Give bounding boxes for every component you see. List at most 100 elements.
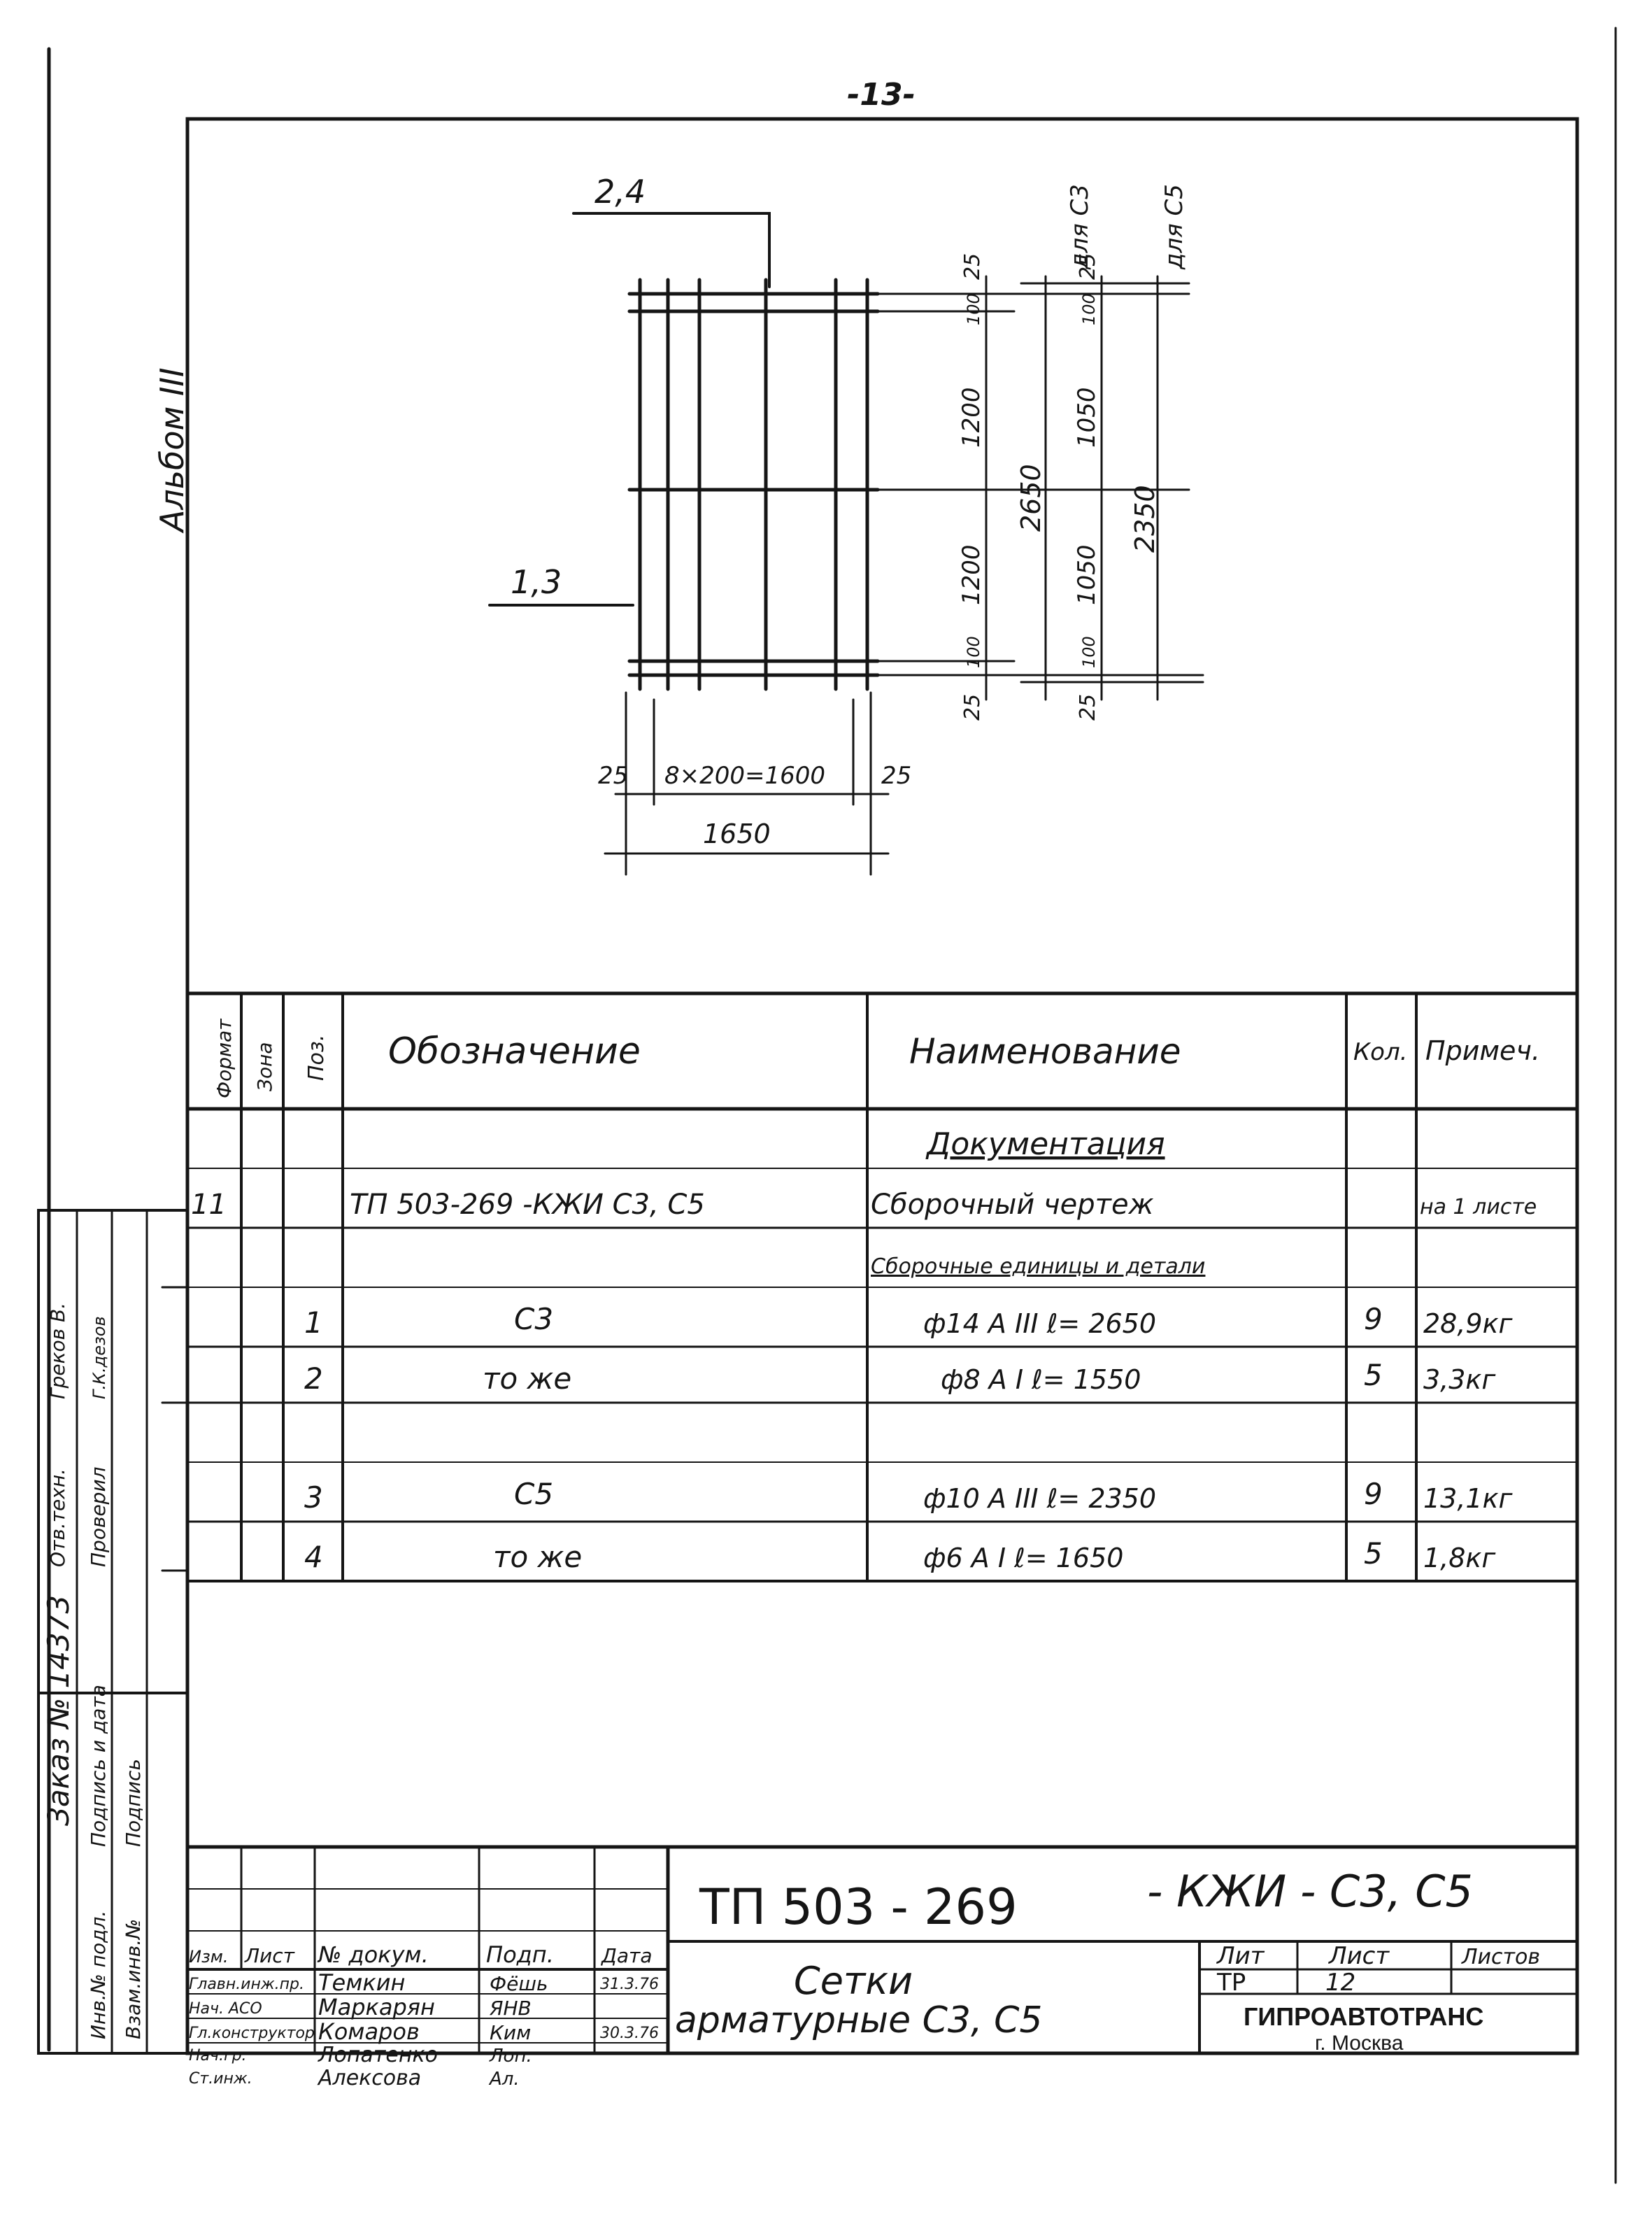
dim-c5-seg: 1050 bbox=[1073, 544, 1101, 605]
title-lit-label: Лит bbox=[1216, 1942, 1265, 1970]
person-name-1: Темкин bbox=[318, 1969, 405, 1996]
title-sheet-label: Лист bbox=[1327, 1942, 1390, 1970]
leader-label-left: 1,3 bbox=[511, 563, 562, 601]
page-number: -13- bbox=[847, 77, 916, 113]
person-sign-5: Ал. bbox=[488, 2069, 520, 2090]
title-head-rev: Изм. bbox=[189, 1947, 228, 1967]
row1-qty: 9 bbox=[1364, 1302, 1383, 1336]
row3-pos: 3 bbox=[304, 1480, 323, 1515]
header-format: Формат bbox=[213, 1019, 236, 1098]
dimension-lines bbox=[604, 275, 1204, 876]
row2-pos: 2 bbox=[304, 1361, 323, 1396]
row4-note: 1,8кг bbox=[1423, 1543, 1496, 1573]
side-stamp-inv-sub: Взам.инв.№ bbox=[122, 1919, 145, 2039]
dim-bottom-left: 25 bbox=[598, 762, 628, 790]
side-stamp-sign-date: Подпись и дата bbox=[87, 1685, 110, 1847]
mesh-drawing bbox=[627, 278, 880, 691]
person-role-1: Главн.инж.пр. bbox=[189, 1976, 304, 1993]
row2-name: ф8 А I ℓ= 1550 bbox=[941, 1364, 1141, 1395]
side-stamp-col2-b: Г.К.дезов bbox=[90, 1316, 109, 1399]
title-name-line1: Сетки bbox=[794, 1959, 913, 2003]
person-sign-1: Фёшь bbox=[490, 1972, 548, 1995]
person-role-4: Нач.гр. bbox=[189, 2047, 247, 2064]
person-name-4: Лопатенко bbox=[318, 2043, 438, 2067]
header-designation: Обозначение bbox=[388, 1030, 641, 1072]
doc-row-note: на 1 листе bbox=[1420, 1195, 1537, 1219]
title-head-doc: № докум. bbox=[317, 1941, 429, 1968]
person-role-3: Гл.конструктор bbox=[189, 2025, 315, 2042]
row3-qty: 9 bbox=[1364, 1477, 1383, 1511]
person-sign-2: ЯНВ bbox=[489, 1997, 532, 2020]
side-stamp-col1-a: Отв.техн. bbox=[46, 1468, 69, 1567]
dim-c3-title: для С3 bbox=[1066, 184, 1094, 270]
dim-bottom-total: 1650 bbox=[703, 819, 771, 849]
title-head-sign: Подп. bbox=[486, 1941, 554, 1968]
album-note: Альбом III bbox=[153, 367, 191, 534]
dim-c3-seg: 1200 bbox=[957, 387, 985, 448]
dim-c3-total: 2650 bbox=[1016, 464, 1046, 532]
dim-bottom-middle: 8×200=1600 bbox=[664, 762, 825, 790]
leader-label-top: 2,4 bbox=[594, 173, 646, 211]
side-stamp-sign2: Подпись bbox=[122, 1759, 145, 1847]
person-role-5: Ст.инж. bbox=[189, 2070, 252, 2088]
spec-table-grid bbox=[185, 991, 1579, 1582]
side-stamp-order: Заказ № 14373 bbox=[41, 1595, 76, 1826]
doc-row-format: 11 bbox=[191, 1189, 227, 1221]
section-units: Сборочные единицы и детали bbox=[871, 1254, 1205, 1279]
person-role-2: Нач. АСО bbox=[189, 2000, 262, 2018]
person-sign-4: Лоп. bbox=[489, 2046, 532, 2067]
person-date-1: 31.3.76 bbox=[600, 1976, 659, 1993]
title-suffix: - КЖИ - С3, С5 bbox=[1147, 1866, 1473, 1917]
row2-designation: то же bbox=[483, 1361, 571, 1396]
row1-note: 28,9кг bbox=[1423, 1308, 1514, 1339]
side-stamp-inv-no: Инв.№ подл. bbox=[87, 1911, 110, 2039]
header-zone: Зона bbox=[253, 1042, 276, 1091]
dim-c3-seg: 100 bbox=[964, 636, 983, 668]
dim-c5-seg: 25 bbox=[1076, 253, 1100, 280]
org-city: г. Москва bbox=[1315, 2032, 1404, 2055]
dim-c5-seg: 100 bbox=[1079, 636, 1099, 668]
title-code: ТП 503 - 269 bbox=[699, 1878, 1018, 1936]
row3-note: 13,1кг bbox=[1423, 1483, 1514, 1514]
header-name: Наименование bbox=[909, 1031, 1181, 1072]
section-documentation: Документация bbox=[925, 1126, 1165, 1162]
doc-row-name: Сборочный чертеж bbox=[871, 1189, 1154, 1221]
row2-note: 3,3кг bbox=[1423, 1364, 1496, 1395]
header-qty: Кол. bbox=[1353, 1038, 1407, 1066]
person-name-2: Маркарян bbox=[318, 1994, 435, 2020]
header-note: Примеч. bbox=[1425, 1035, 1540, 1066]
dim-c3-seg: 100 bbox=[964, 293, 983, 325]
row3-designation: С5 bbox=[514, 1477, 553, 1511]
row4-designation: то же bbox=[493, 1540, 582, 1574]
row4-name: ф6 А I ℓ= 1650 bbox=[923, 1543, 1123, 1573]
org-name: ГИПРОАВТОТРАНС bbox=[1244, 2002, 1483, 2031]
dim-c3-seg: 1200 bbox=[957, 544, 985, 605]
person-date-3: 30.3.76 bbox=[600, 2025, 659, 2042]
main-frame bbox=[185, 117, 1579, 2055]
person-sign-3: Ким bbox=[490, 2021, 531, 2044]
dim-c3-seg: 25 bbox=[960, 694, 985, 721]
title-sheet-value: 12 bbox=[1325, 1969, 1355, 1997]
doc-row-designation: ТП 503-269 -КЖИ С3, С5 bbox=[350, 1189, 705, 1221]
row2-qty: 5 bbox=[1364, 1358, 1383, 1392]
dim-c5-title: для С5 bbox=[1160, 184, 1188, 270]
row1-designation: С3 bbox=[514, 1302, 553, 1336]
dim-c5-seg: 25 bbox=[1076, 694, 1100, 721]
side-stamp-col2-a: Греков В. bbox=[46, 1303, 69, 1399]
person-name-3: Комаров bbox=[318, 2018, 420, 2045]
dim-c5-total: 2350 bbox=[1130, 485, 1160, 553]
title-name-line2: арматурные С3, С5 bbox=[675, 1999, 1042, 2041]
title-block-grid bbox=[185, 1845, 1579, 2055]
title-head-sheet: Лист bbox=[244, 1944, 295, 1967]
side-stamp-col1-b: Проверил bbox=[87, 1466, 110, 1567]
row1-name: ф14 А III ℓ= 2650 bbox=[923, 1308, 1156, 1339]
dim-bottom-right: 25 bbox=[881, 762, 911, 790]
row3-name: ф10 А III ℓ= 2350 bbox=[923, 1483, 1156, 1514]
title-head-date: Дата bbox=[600, 1944, 653, 1967]
row1-pos: 1 bbox=[304, 1305, 323, 1340]
row4-qty: 5 bbox=[1364, 1536, 1383, 1571]
dim-c3-seg: 25 bbox=[960, 253, 985, 280]
title-sheets-label: Листов bbox=[1461, 1945, 1540, 1969]
